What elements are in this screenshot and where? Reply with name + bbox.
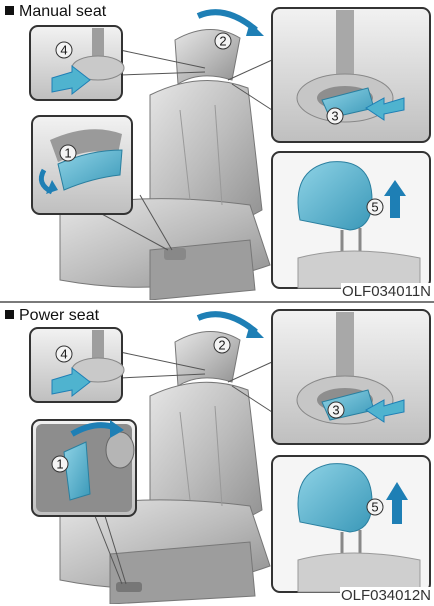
figure-code: OLF034011N — [341, 283, 432, 300]
inset-headrest-raise: 5 — [272, 456, 430, 592]
headrest-tilt-arrow-icon — [198, 12, 256, 30]
power-seat-panel: 2 4 1 — [0, 304, 434, 604]
step-5-label: 5 — [371, 200, 378, 215]
step-4-label: 4 — [60, 347, 67, 362]
step-5-label: 5 — [371, 500, 378, 515]
headrest-tilt-arrow-icon — [198, 314, 256, 332]
inset-headrest-lower: 4 — [30, 26, 124, 100]
inset-release-button: 3 — [272, 8, 430, 142]
panel-divider — [0, 301, 434, 303]
power-seat-illustration: 2 4 1 — [0, 304, 434, 604]
inset-headrest-raise: 5 — [272, 152, 430, 288]
manual-seat-panel: 2 4 1 3 — [0, 0, 434, 300]
manual-seat-illustration: 2 4 1 3 — [0, 0, 434, 300]
step-2-label: 2 — [218, 338, 225, 353]
inset-height-lever: 1 — [32, 116, 132, 214]
panel-title-text: Power seat — [19, 307, 99, 324]
inset-power-switch: 1 — [32, 420, 136, 516]
bullet-square-icon — [5, 310, 14, 319]
step-3-label: 3 — [332, 403, 339, 418]
figure-code: OLF034012N — [340, 587, 432, 604]
panel-title-text: Manual seat — [19, 3, 106, 20]
inset-headrest-lower: 4 — [30, 328, 124, 402]
inset-release-button: 3 — [272, 310, 430, 444]
step-2-label: 2 — [219, 34, 226, 49]
step-1-label: 1 — [64, 146, 71, 161]
step-1-label: 1 — [56, 457, 63, 472]
step-4-label: 4 — [60, 43, 67, 58]
panel-title: Manual seat — [2, 2, 112, 23]
step-3-label: 3 — [331, 109, 338, 124]
panel-title: Power seat — [2, 306, 105, 327]
bullet-square-icon — [5, 6, 14, 15]
